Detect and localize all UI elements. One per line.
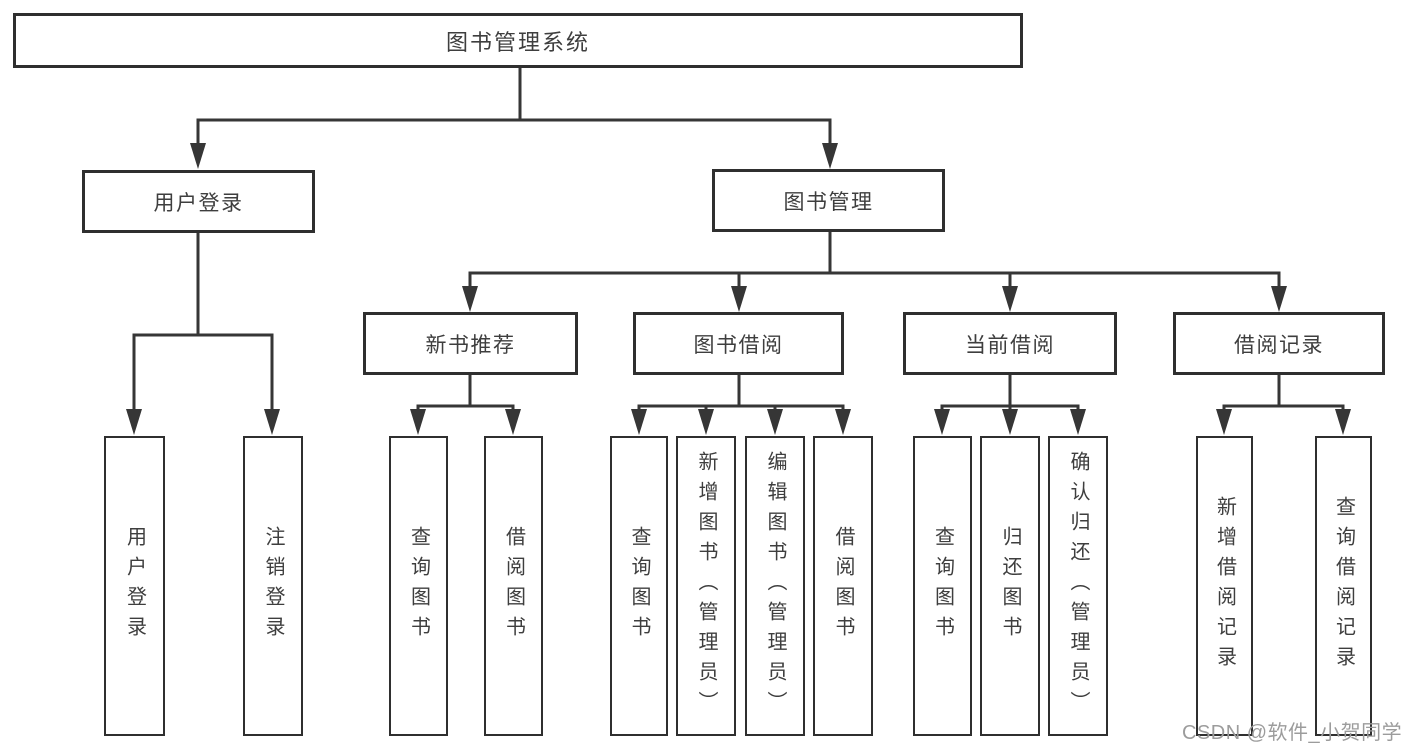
leaf-borrow-edit-books-admin: 编辑图书（管理员） [745, 436, 805, 736]
leaf-newrec-query-books: 查询图书 [389, 436, 448, 736]
leaf-current-confirm-return-admin: 确认归还（管理员） [1048, 436, 1108, 736]
node-book-borrowing: 图书借阅 [633, 312, 844, 375]
leaf-records-query-record: 查询借阅记录 [1315, 436, 1372, 736]
leaf-current-query-books: 查询图书 [913, 436, 972, 736]
leaf-user-login: 用户登录 [104, 436, 165, 736]
leaf-records-add-record: 新增借阅记录 [1196, 436, 1253, 736]
node-current-borrowing: 当前借阅 [903, 312, 1117, 375]
csdn-watermark: CSDN @软件_小贺同学 [1182, 722, 1403, 744]
node-user-login: 用户登录 [82, 170, 315, 233]
leaf-borrow-borrow-books: 借阅图书 [813, 436, 873, 736]
node-book-management: 图书管理 [712, 169, 945, 232]
leaf-current-return-books: 归还图书 [980, 436, 1040, 736]
leaf-newrec-borrow-books: 借阅图书 [484, 436, 543, 736]
leaf-borrow-query-books: 查询图书 [610, 436, 668, 736]
leaf-borrow-add-books-admin: 新增图书（管理员） [676, 436, 736, 736]
leaf-logout: 注销登录 [243, 436, 303, 736]
node-borrowing-records: 借阅记录 [1173, 312, 1385, 375]
node-new-book-recommend: 新书推荐 [363, 312, 578, 375]
node-library-system: 图书管理系统 [13, 13, 1023, 68]
